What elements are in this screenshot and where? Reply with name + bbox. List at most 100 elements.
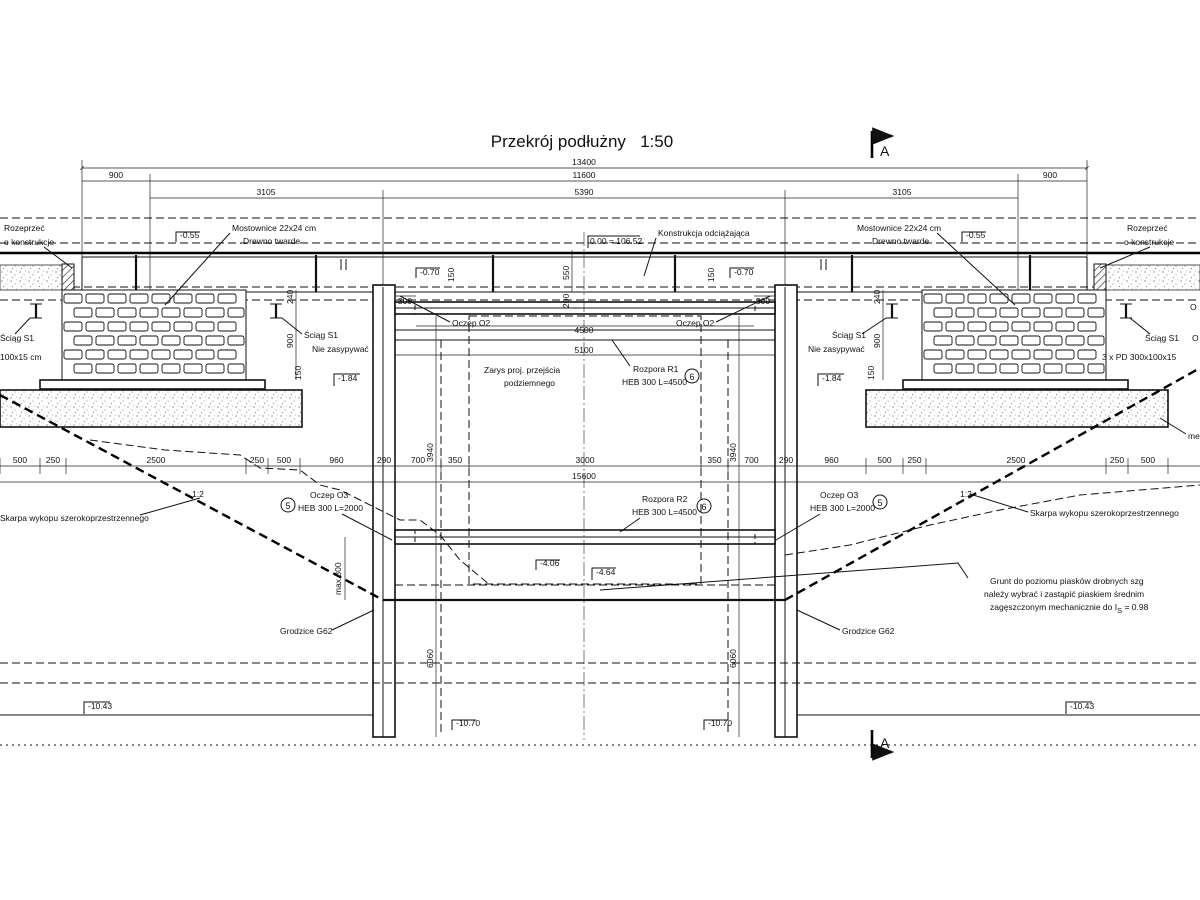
bottom-dimension-label: 2500 xyxy=(1007,455,1026,465)
svg-text:13400: 13400 xyxy=(572,157,596,167)
brick-course-block xyxy=(173,349,193,360)
brick-course-block xyxy=(1033,349,1053,360)
svg-text:5: 5 xyxy=(877,498,882,508)
bottom-dimension-label: 500 xyxy=(877,455,891,465)
brick-course-block xyxy=(173,293,193,304)
svg-text:Zarys proj. przejścia: Zarys proj. przejścia xyxy=(484,365,560,375)
brick-course-block xyxy=(967,293,987,304)
svg-text:Ściąg S1: Ściąg S1 xyxy=(832,329,866,340)
brick-course-block xyxy=(139,335,159,346)
svg-text:zagęszczonym mechanicznie do I: zagęszczonym mechanicznie do IS = 0.98 xyxy=(990,602,1149,615)
svg-text:o konstrukcje: o konstrukcje xyxy=(4,237,54,247)
svg-text:-1.84: -1.84 xyxy=(338,373,358,383)
brick-course-block xyxy=(107,321,127,332)
brick-course-block xyxy=(183,335,203,346)
svg-text:Nie zasypywać: Nie zasypywać xyxy=(312,344,369,354)
brick-course-block xyxy=(967,349,987,360)
brick-course-block xyxy=(161,335,181,346)
svg-text:Skarpa wykopu szerokoprzestrze: Skarpa wykopu szerokoprzestrzennego xyxy=(1030,508,1179,518)
bottom-dimension-label: 500 xyxy=(277,455,291,465)
bottom-dimension-label: 3000 xyxy=(576,455,595,465)
brick-course-block xyxy=(1043,307,1063,318)
brick-course-block xyxy=(1077,349,1097,360)
svg-text:200: 200 xyxy=(561,294,571,308)
svg-text:Drewno twarde: Drewno twarde xyxy=(243,236,300,246)
svg-text:240: 240 xyxy=(285,290,295,304)
bottom-dimension-label: 250 xyxy=(907,455,921,465)
svg-text:Ściąg S1: Ściąg S1 xyxy=(1145,332,1179,343)
bottom-dimension-label: 500 xyxy=(1141,455,1155,465)
svg-text:1:2: 1:2 xyxy=(192,489,204,499)
svg-text:150: 150 xyxy=(706,268,716,282)
bottom-dimension-label: 250 xyxy=(46,455,60,465)
svg-text:100x15 cm: 100x15 cm xyxy=(0,352,42,362)
svg-text:15600: 15600 xyxy=(572,471,596,481)
local-dimensions: 300 300 4500 5100 550 200 150 150 240 90… xyxy=(0,250,1200,737)
brick-course-block xyxy=(1077,293,1097,304)
svg-text:Rozeprzeć: Rozeprzeć xyxy=(4,223,45,233)
svg-text:Ściąg S1: Ściąg S1 xyxy=(0,332,34,343)
brick-course-block xyxy=(95,307,115,318)
svg-text:5390: 5390 xyxy=(575,187,594,197)
section-marker-top: A xyxy=(870,127,895,159)
svg-text:-0.70: -0.70 xyxy=(734,267,754,277)
svg-text:HEB 300 L=2000: HEB 300 L=2000 xyxy=(298,503,363,513)
brick-course-block xyxy=(161,307,181,318)
brick-course-block xyxy=(227,335,245,346)
svg-text:me: me xyxy=(1188,431,1200,441)
brick-course-block xyxy=(1065,307,1085,318)
brick-course-block xyxy=(227,363,245,374)
annotations: Rozeprzeć o konstrukcje Rozeprzeć o kons… xyxy=(0,223,1200,636)
projected-passage-outline xyxy=(440,232,729,740)
svg-text:HEB 300 L=4500: HEB 300 L=4500 xyxy=(622,377,687,387)
right-abutment xyxy=(865,263,1200,428)
brick-course-block xyxy=(73,307,93,318)
svg-text:3 x PD 300x100x15: 3 x PD 300x100x15 xyxy=(1102,352,1176,362)
brick-course-block xyxy=(967,321,987,332)
level-markers: -0.55 -0.55 0.00 = 106.52 -0.70 -0.70 -1… xyxy=(83,230,1094,730)
svg-text:-0.55: -0.55 xyxy=(180,230,200,240)
brick-course-block xyxy=(999,363,1019,374)
excavation-slopes xyxy=(0,366,1200,746)
svg-text:należy wybrać i zastąpić piask: należy wybrać i zastąpić piaskiem średni… xyxy=(984,589,1144,599)
svg-text:o konstrukcje: o konstrukcje xyxy=(1124,237,1174,247)
bottom-dimension-label: 250 xyxy=(250,455,264,465)
svg-text:-4.64: -4.64 xyxy=(596,567,616,577)
bottom-dimension-label: 250 xyxy=(1110,455,1124,465)
svg-text:150: 150 xyxy=(446,268,456,282)
svg-text:-10.43: -10.43 xyxy=(88,701,112,711)
brick-course-block xyxy=(945,349,965,360)
svg-text:3940: 3940 xyxy=(728,443,738,462)
svg-text:Grodzice G62: Grodzice G62 xyxy=(280,626,333,636)
brick-course-block xyxy=(85,321,105,332)
brick-course-block xyxy=(1021,335,1041,346)
svg-text:Grodzice G62: Grodzice G62 xyxy=(842,626,895,636)
svg-text:900: 900 xyxy=(285,334,295,348)
bottom-dimension-label: 2500 xyxy=(147,455,166,465)
brick-course-block xyxy=(1033,293,1053,304)
brick-course-block xyxy=(205,335,225,346)
brick-course-block xyxy=(977,335,997,346)
svg-text:6060: 6060 xyxy=(728,649,738,668)
brick-course-block xyxy=(95,335,115,346)
brick-course-block xyxy=(1087,307,1105,318)
brick-course-block xyxy=(977,307,997,318)
brick-course-block xyxy=(73,363,93,374)
brick-course-block xyxy=(1021,363,1041,374)
bottom-dimension-label: 350 xyxy=(707,455,721,465)
sheet-piles xyxy=(372,284,798,738)
svg-text:max 800: max 800 xyxy=(333,562,343,595)
brick-course-block xyxy=(217,293,237,304)
bottom-dimension-label: 960 xyxy=(329,455,343,465)
svg-text:HEB 300 L=2000: HEB 300 L=2000 xyxy=(810,503,875,513)
svg-text:Nie zasypywać: Nie zasypywać xyxy=(808,344,865,354)
brick-course-block xyxy=(1077,321,1097,332)
brick-course-block xyxy=(1043,335,1063,346)
svg-text:Rozpora R1: Rozpora R1 xyxy=(633,364,679,374)
svg-text:O: O xyxy=(1190,302,1197,312)
svg-text:5: 5 xyxy=(285,501,290,511)
svg-text:Oczep O3: Oczep O3 xyxy=(820,490,859,500)
svg-text:A: A xyxy=(880,735,890,751)
brick-course-block xyxy=(85,349,105,360)
brick-course-block xyxy=(217,349,237,360)
